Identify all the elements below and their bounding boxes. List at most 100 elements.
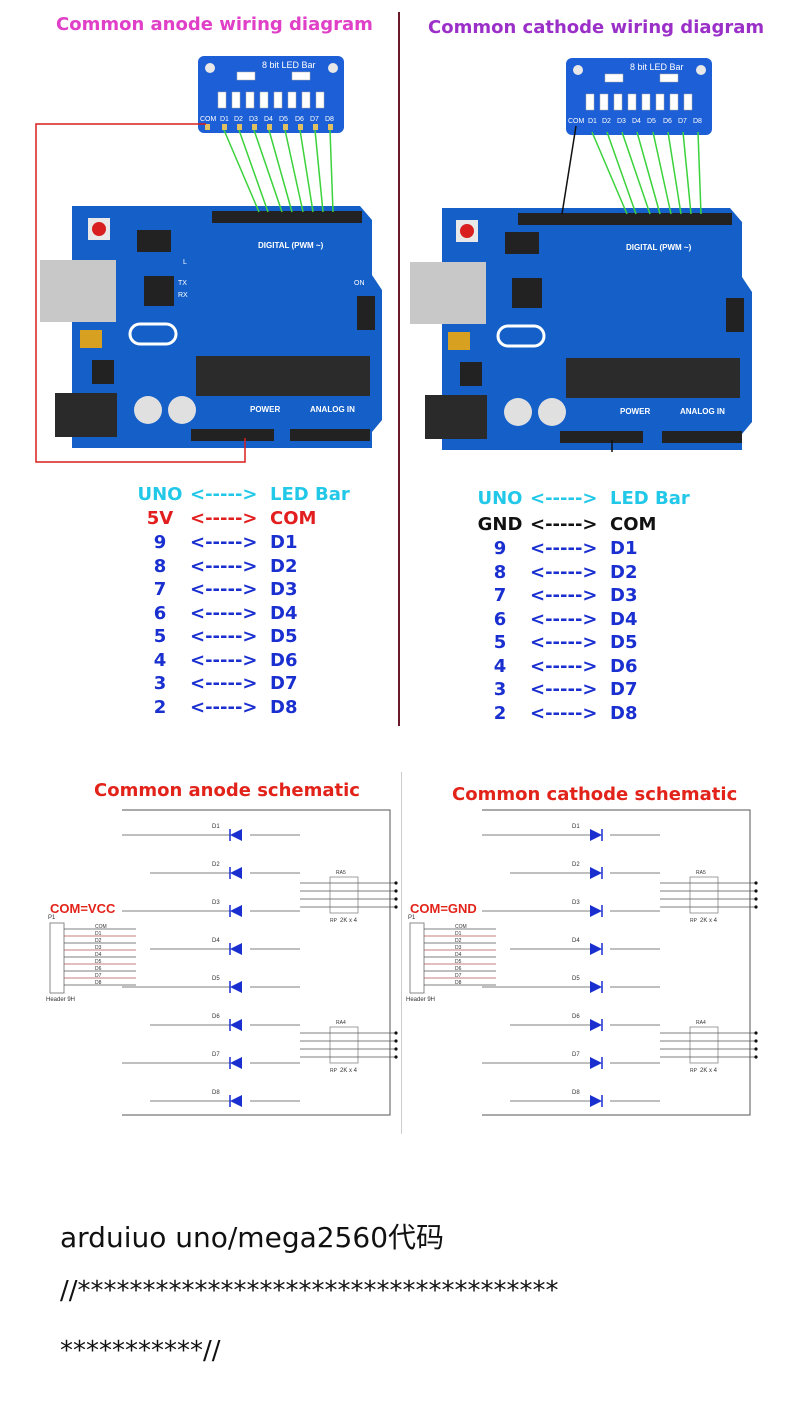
diode-label: D1	[572, 824, 580, 830]
diode-icon	[590, 1057, 602, 1069]
svg-text:D3: D3	[617, 118, 626, 125]
cathode-wiring-title: Common cathode wiring diagram	[428, 17, 765, 38]
diode-label: D2	[572, 862, 580, 868]
com-label: COM=VCC	[50, 901, 116, 916]
resistor-pack	[329, 876, 359, 914]
red-5v-wire	[35, 123, 246, 463]
diode-icon	[590, 905, 602, 917]
svg-text:L: L	[183, 259, 187, 266]
diode-label: D2	[212, 862, 220, 868]
schematic-divider	[401, 772, 402, 1134]
svg-text:D5: D5	[279, 116, 288, 123]
net-label: D6	[455, 966, 462, 972]
svg-text:COM: COM	[200, 116, 217, 123]
diode-icon	[590, 981, 602, 993]
net-label: D3	[95, 945, 102, 951]
net-label: D4	[455, 952, 462, 958]
net-label: D6	[95, 966, 102, 972]
black-gnd-wire	[561, 125, 577, 215]
resistor-part: RP	[690, 1068, 698, 1074]
resistor-ref: RA4	[696, 1020, 706, 1026]
diode-icon	[230, 1019, 242, 1031]
resistor-pack	[329, 1026, 359, 1064]
green-signal-wires	[223, 129, 334, 213]
net-label: D4	[95, 952, 102, 958]
header-ref: P1	[48, 915, 56, 921]
svg-text:D1: D1	[220, 116, 229, 123]
resistor-value: 2K x 4	[700, 918, 718, 924]
diode-label: D3	[212, 900, 220, 906]
anode-wiring-title: Common anode wiring diagram	[56, 14, 373, 35]
diode-icon	[590, 829, 602, 841]
code-heading: arduiuo uno/mega2560代码	[60, 1221, 445, 1254]
diode-label: D4	[572, 938, 580, 944]
resistor-value: 2K x 4	[700, 1068, 718, 1074]
header-name: Header 9H	[406, 997, 435, 1003]
resistor-ref: RA4	[336, 1020, 346, 1026]
diode-icon	[230, 867, 242, 879]
svg-text:D8: D8	[325, 116, 334, 123]
svg-text:POWER: POWER	[620, 407, 650, 416]
svg-text:D5: D5	[647, 118, 656, 125]
led-bar-module-cathode: 8 bit LED Bar COM D1 D2 D3 D4 D5 D6 D7 D…	[566, 58, 712, 135]
net-label: D8	[455, 980, 462, 986]
resistor-part: RP	[330, 1068, 338, 1074]
diode-icon	[590, 1095, 602, 1107]
top-divider	[398, 12, 400, 726]
svg-text:D6: D6	[295, 116, 304, 123]
diode-label: D6	[572, 1014, 580, 1020]
svg-text:COM: COM	[568, 118, 585, 125]
svg-text:D7: D7	[678, 118, 687, 125]
arduino-uno-board-cathode: DIGITAL (PWM ~) POWER ANALOG IN	[410, 208, 752, 450]
net-label: D2	[95, 938, 102, 944]
arduino-uno-board: DIGITAL (PWM ~) POWER ANALOG IN L TX RX …	[40, 206, 382, 448]
diode-icon	[590, 943, 602, 955]
code-comment-line-2: ***********//	[60, 1336, 221, 1366]
svg-text:ON: ON	[354, 280, 365, 287]
led-bar-module: 8 bit LED Bar COM D1 D2 D3 D4 D5 D6 D7 D…	[198, 56, 344, 133]
diode-label: D4	[212, 938, 220, 944]
cathode-wiring-diagram: 8 bit LED Bar COM D1 D2 D3 D4 D5 D6 D7 D…	[410, 58, 752, 452]
svg-text:D4: D4	[264, 116, 273, 123]
net-label: D1	[95, 931, 102, 937]
net-label: D7	[95, 973, 102, 979]
svg-text:8 bit LED Bar: 8 bit LED Bar	[630, 62, 684, 72]
led-bar-module-label: 8 bit LED Bar	[262, 60, 316, 70]
net-label: D5	[455, 959, 462, 965]
net-label: D3	[455, 945, 462, 951]
diode-label: D3	[572, 900, 580, 906]
header-connector	[409, 922, 425, 994]
digital-header-label: DIGITAL (PWM ~)	[258, 241, 324, 250]
net-label: D5	[95, 959, 102, 965]
net-label: COM	[455, 924, 467, 930]
diode-icon	[230, 905, 242, 917]
header-name: Header 9H	[46, 997, 75, 1003]
svg-text:TX: TX	[178, 280, 187, 287]
diode-label: D7	[212, 1052, 220, 1058]
diode-icon	[230, 829, 242, 841]
resistor-pack	[689, 1026, 719, 1064]
cathode-pin-table: UNO <-----> LED Bar GND <-----> COM 9<--…	[477, 488, 690, 724]
resistor-part: RP	[330, 918, 338, 924]
svg-text:D2: D2	[234, 116, 243, 123]
net-label: COM	[95, 924, 107, 930]
net-label: D7	[455, 973, 462, 979]
header-ref: P1	[408, 915, 416, 921]
svg-text:D6: D6	[663, 118, 672, 125]
diode-icon	[230, 943, 242, 955]
green-signal-wires-cathode	[591, 131, 702, 215]
svg-text:DIGITAL (PWM ~): DIGITAL (PWM ~)	[626, 243, 692, 252]
net-label: D8	[95, 980, 102, 986]
svg-text:D2: D2	[602, 118, 611, 125]
svg-text:D4: D4	[632, 118, 641, 125]
resistor-value: 2K x 4	[340, 1068, 358, 1074]
diode-icon	[230, 1095, 242, 1107]
analog-header-label: ANALOG IN	[310, 405, 355, 414]
diode-icon	[230, 981, 242, 993]
diode-label: D6	[212, 1014, 220, 1020]
diode-label: D8	[572, 1090, 580, 1096]
anode-wiring-diagram: 8 bit LED Bar COM D1 D2 D3 D4 D5 D6 D7 D…	[35, 56, 382, 463]
diode-icon	[590, 867, 602, 879]
resistor-part: RP	[690, 918, 698, 924]
